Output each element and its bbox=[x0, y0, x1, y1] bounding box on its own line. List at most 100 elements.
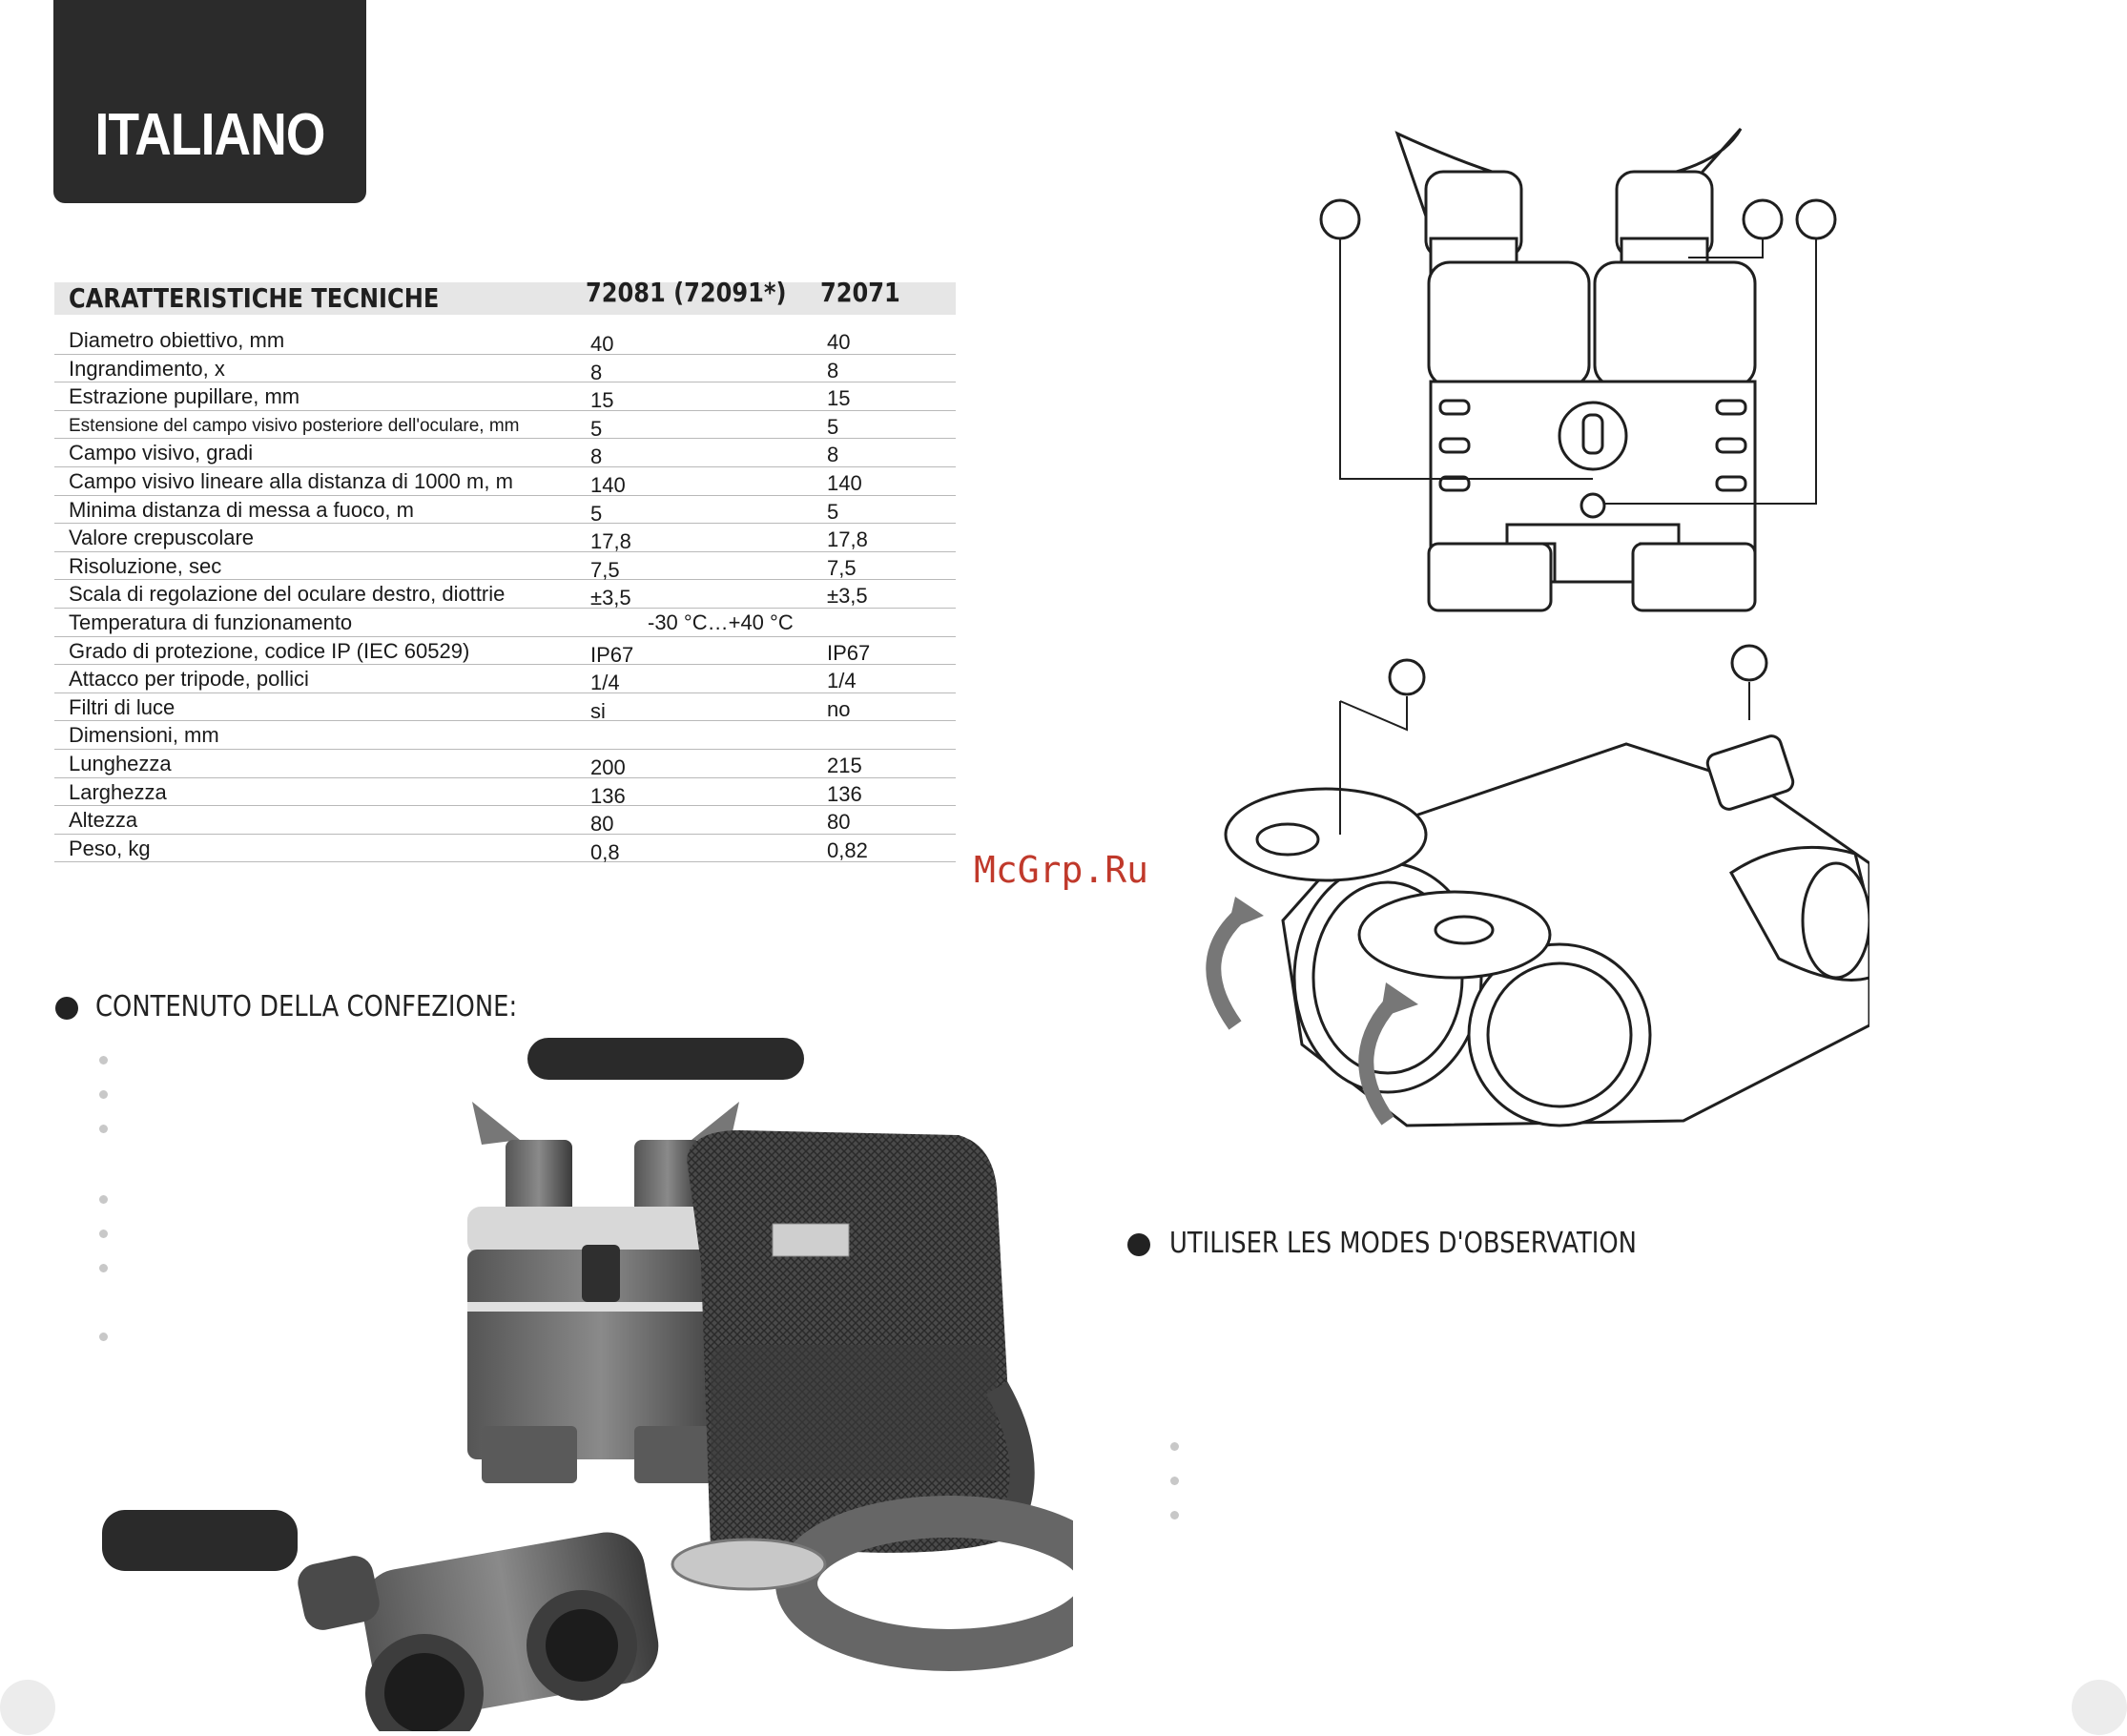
spec-value-span: -30 °C…+40 °C bbox=[648, 610, 794, 634]
spec-value-col2: 15 bbox=[827, 386, 851, 411]
spec-label: Temperatura di funzionamento bbox=[69, 610, 353, 634]
redacted-label-pill bbox=[527, 1038, 804, 1080]
page-number-badge bbox=[2072, 1680, 2127, 1735]
spec-row: Minima distanza di messa a fuoco, m 5 5 bbox=[54, 496, 956, 526]
redacted-label-pill bbox=[102, 1510, 298, 1571]
spec-value-col2: 40 bbox=[827, 330, 851, 354]
spec-value-col1: si bbox=[590, 698, 606, 723]
spec-value-col2: 7,5 bbox=[827, 555, 857, 580]
spec-label: Altezza bbox=[69, 808, 138, 833]
spec-row: Valore crepuscolare 17,8 17,8 bbox=[54, 524, 956, 554]
spec-value-col1: 80 bbox=[590, 812, 614, 837]
spec-label: Campo visivo lineare alla distanza di 10… bbox=[69, 468, 513, 493]
spec-header-bar bbox=[54, 282, 956, 315]
spec-col2-header: 72071 bbox=[820, 277, 900, 308]
spec-row: Filtri di luce si no bbox=[54, 693, 956, 723]
spec-label: Estrazione pupillare, mm bbox=[69, 384, 300, 409]
spec-value-col1: 8 bbox=[590, 444, 603, 469]
watermark: McGrp.Ru bbox=[974, 849, 1149, 891]
spec-row: Estrazione pupillare, mm 15 15 bbox=[54, 382, 956, 413]
spec-value-col1: 140 bbox=[590, 472, 626, 497]
spec-label: Minima distanza di messa a fuoco, m bbox=[69, 497, 414, 522]
spec-row: Grado di protezione, codice IP (IEC 6052… bbox=[54, 637, 956, 667]
spec-col1-header: 72081 (72091*) bbox=[586, 277, 787, 308]
spec-value-col2: 8 bbox=[827, 358, 839, 382]
spec-value-col2: 215 bbox=[827, 753, 862, 777]
spec-label: Larghezza bbox=[69, 779, 167, 804]
spec-value-col1: 17,8 bbox=[590, 529, 631, 554]
spec-value-col2: 5 bbox=[827, 414, 839, 439]
spec-value-col2: 0,82 bbox=[827, 837, 868, 862]
spec-value-col1: 40 bbox=[590, 332, 614, 356]
list-bullet bbox=[99, 1125, 108, 1133]
spec-value-col2: 1/4 bbox=[827, 669, 857, 693]
contents-heading: CONTENUTO DELLA CONFEZIONE: bbox=[95, 990, 518, 1023]
spec-label: Campo visivo, gradi bbox=[69, 441, 254, 465]
list-bullet bbox=[1170, 1442, 1179, 1451]
spec-label: Risoluzione, sec bbox=[69, 553, 222, 578]
spec-row: Lunghezza 200 215 bbox=[54, 750, 956, 779]
list-bullet bbox=[99, 1230, 108, 1238]
list-bullet bbox=[99, 1056, 108, 1064]
spec-value-col2: 17,8 bbox=[827, 527, 868, 552]
spec-label: Grado di protezione, codice IP (IEC 6052… bbox=[69, 638, 470, 663]
spec-row: Scala di regolazione del oculare destro,… bbox=[54, 580, 956, 610]
spec-value-col1: 5 bbox=[590, 501, 603, 526]
page-number-badge bbox=[0, 1680, 55, 1735]
spec-row: Diametro obiettivo, mm 40 40 bbox=[54, 326, 956, 356]
spec-label: Estensione del campo visivo posteriore d… bbox=[69, 415, 520, 436]
spec-row: Campo visivo lineare alla distanza di 10… bbox=[54, 467, 956, 497]
spec-value-col2: IP67 bbox=[827, 640, 871, 665]
spec-row: Estensione del campo visivo posteriore d… bbox=[54, 411, 956, 441]
list-bullet bbox=[99, 1195, 108, 1204]
observation-heading: UTILISER LES MODES D'OBSERVATION bbox=[1169, 1227, 1637, 1260]
list-bullet bbox=[1170, 1477, 1179, 1485]
spec-label: Ingrandimento, x bbox=[69, 356, 225, 381]
list-bullet bbox=[99, 1333, 108, 1341]
spec-value-col2: no bbox=[827, 696, 851, 721]
spec-row: Dimensioni, mm bbox=[54, 721, 956, 750]
spec-value-col1: 8 bbox=[590, 360, 603, 384]
spec-value-col2: ±3,5 bbox=[827, 584, 868, 609]
spec-label: Valore crepuscolare bbox=[69, 526, 255, 550]
spec-label: Peso, kg bbox=[69, 836, 151, 860]
spec-title: CARATTERISTICHE TECNICHE bbox=[69, 282, 440, 314]
spec-value-col2: 8 bbox=[827, 443, 839, 467]
spec-value-col1: 0,8 bbox=[590, 839, 620, 864]
section-bullet bbox=[1127, 1233, 1150, 1256]
spec-value-col2: 5 bbox=[827, 499, 839, 524]
spec-value-col1: 7,5 bbox=[590, 557, 620, 582]
spec-row: Temperatura di funzionamento -30 °C…+40 °… bbox=[54, 609, 956, 637]
spec-value-col2: 140 bbox=[827, 470, 862, 495]
spec-label: Filtri di luce bbox=[69, 694, 176, 719]
list-bullet bbox=[99, 1264, 108, 1272]
package-contents-photo bbox=[298, 1102, 1073, 1731]
spec-row: Campo visivo, gradi 8 8 bbox=[54, 439, 956, 469]
spec-value-col2: 80 bbox=[827, 810, 851, 835]
binocular-front-drawing bbox=[1319, 128, 1837, 612]
language-tab bbox=[53, 0, 366, 203]
spec-row: Larghezza 136 136 bbox=[54, 778, 956, 808]
spec-label: Dimensioni, mm bbox=[69, 723, 219, 748]
spec-value-col1: 15 bbox=[590, 388, 614, 413]
spec-value-col1: 136 bbox=[590, 783, 626, 808]
list-bullet bbox=[99, 1090, 108, 1099]
spec-value-col1: IP67 bbox=[590, 642, 634, 667]
spec-value-col1: 1/4 bbox=[590, 671, 620, 695]
spec-row: Altezza 80 80 bbox=[54, 806, 956, 837]
spec-row: Ingrandimento, x 8 8 bbox=[54, 355, 956, 384]
spec-value-col1: 5 bbox=[590, 416, 603, 441]
list-bullet bbox=[1170, 1511, 1179, 1519]
spec-row: Peso, kg 0,8 0,82 bbox=[54, 835, 956, 864]
spec-label: Scala di regolazione del oculare destro,… bbox=[69, 582, 506, 607]
spec-label: Diametro obiettivo, mm bbox=[69, 328, 285, 352]
spec-row: Risoluzione, sec 7,5 7,5 bbox=[54, 552, 956, 582]
language-title: ITALIANO bbox=[94, 102, 326, 168]
spec-label: Lunghezza bbox=[69, 751, 172, 775]
binocular-caps-drawing bbox=[1206, 644, 1869, 1127]
spec-value-col1: ±3,5 bbox=[590, 586, 631, 610]
spec-value-col2: 136 bbox=[827, 781, 862, 806]
spec-value-col1: 200 bbox=[590, 754, 626, 779]
